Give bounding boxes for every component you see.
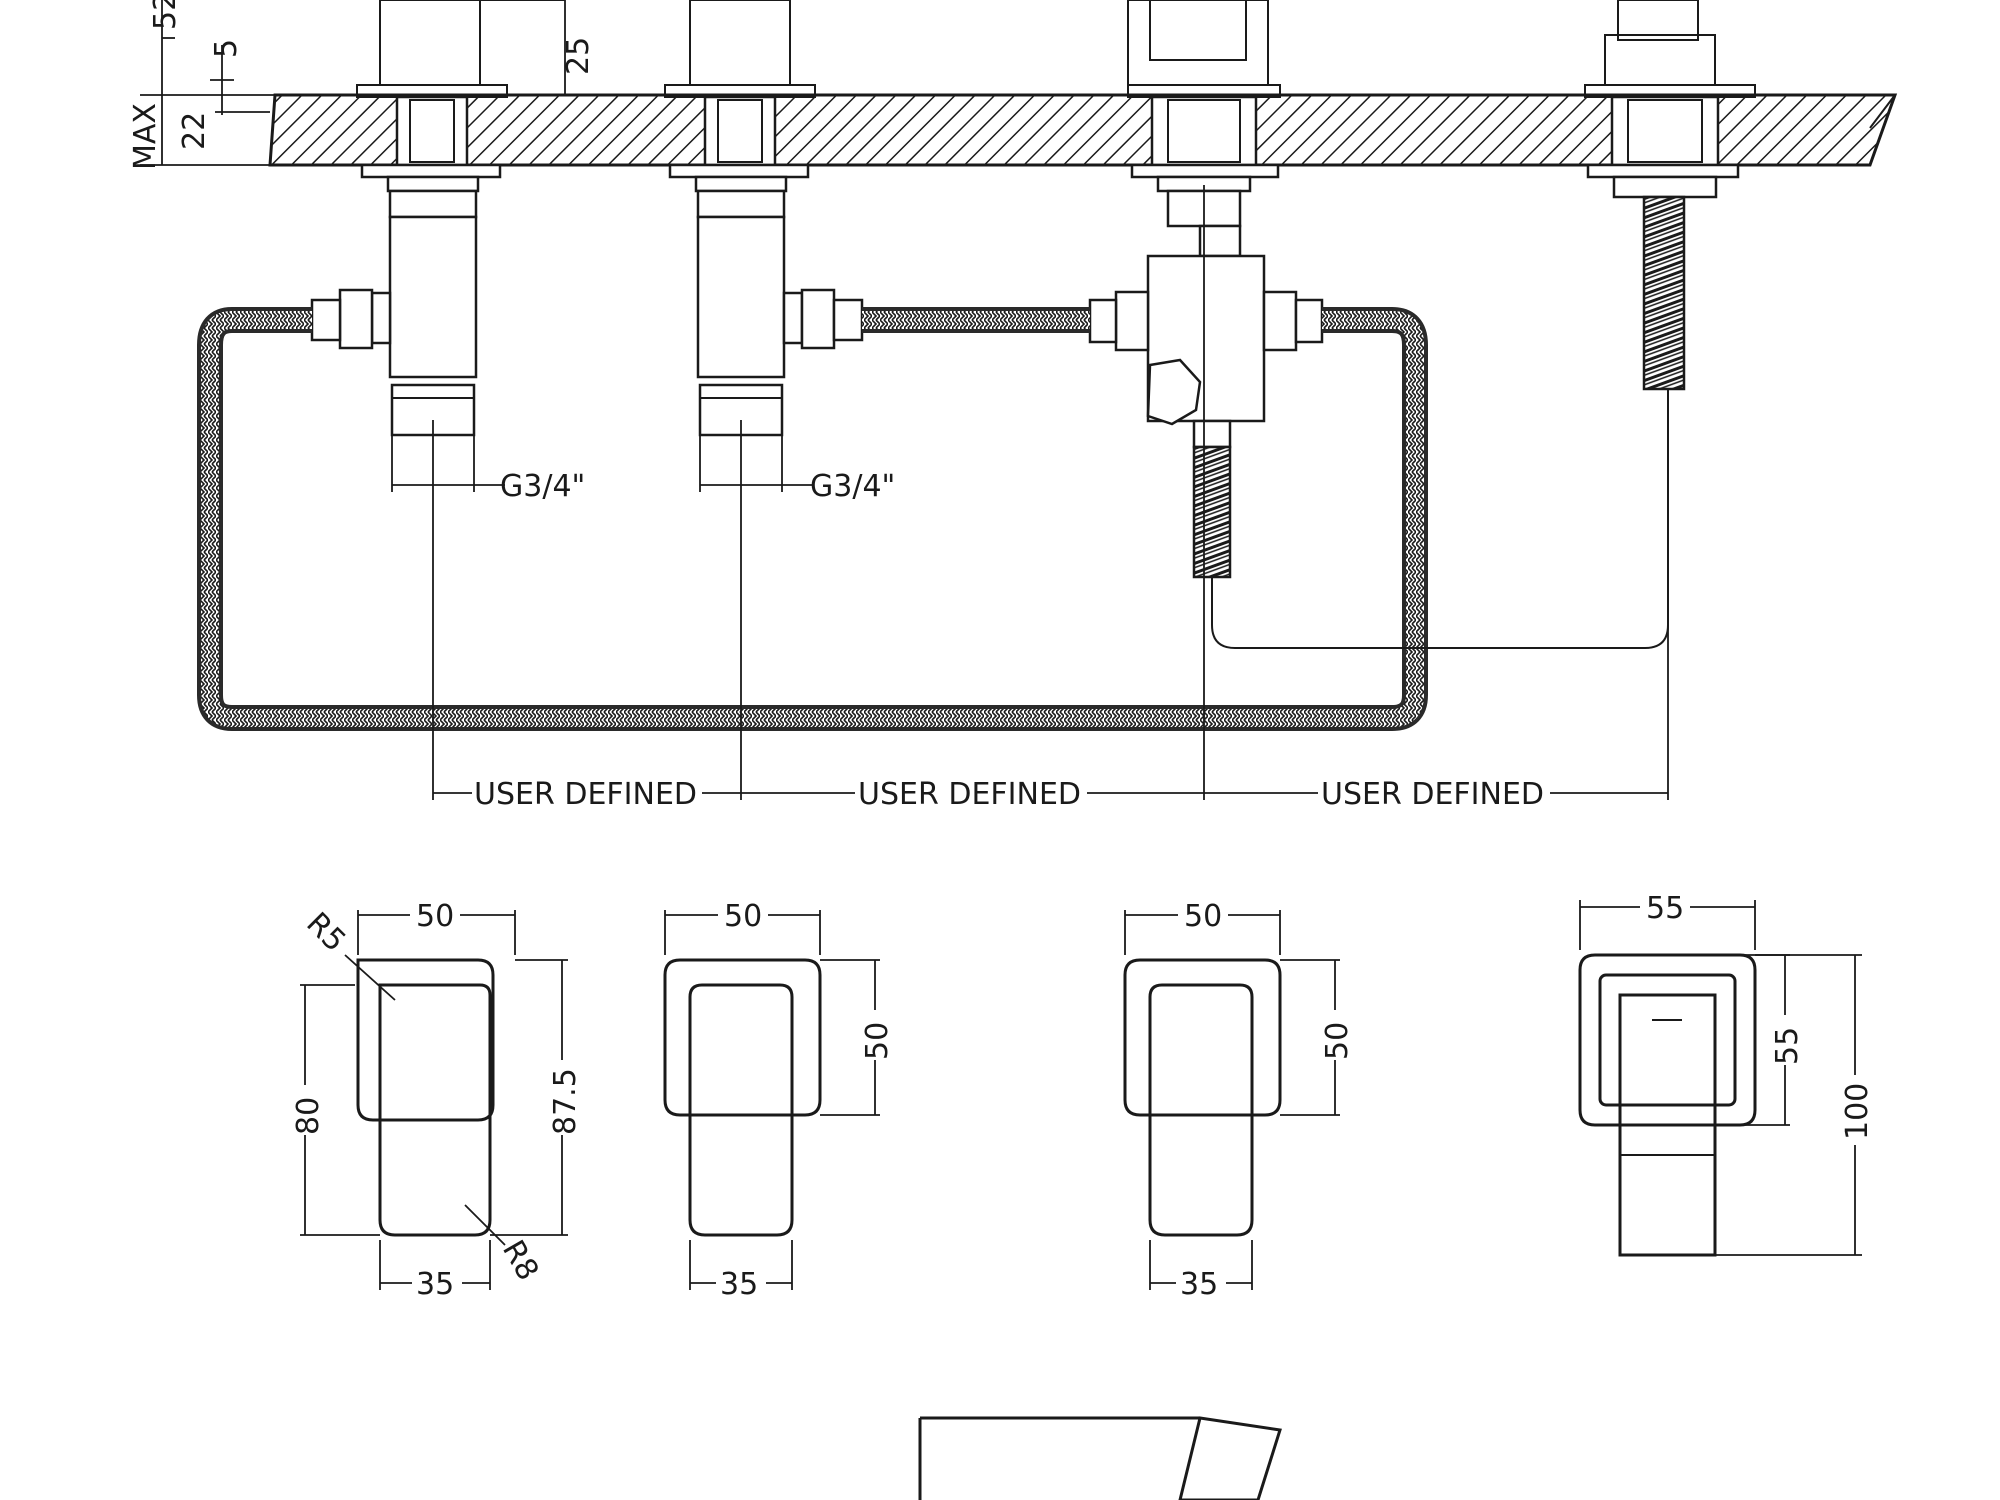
valve-hot: 25 [310,0,596,437]
handle-view-3: 50 35 50 [1123,898,1355,1302]
h3-width-top: 50 [1184,899,1222,934]
thread-dimensions: G3/4" G3/4" [391,435,895,504]
deck-plate-hatched [268,93,1898,167]
valve-cold [664,0,864,437]
h1-width-top: 50 [416,899,454,934]
handle-view-2: 50 35 50 [663,898,895,1302]
handle-view-4: 55 55 100 [1578,890,1875,1257]
h4-width-top: 55 [1646,891,1684,926]
spacing-label-2: USER DEFINED [858,777,1081,812]
deck-dimensions: 52 5 22 MAX [128,0,280,170]
h1-height-left: 80 [291,1097,326,1135]
h2-height-right: 50 [860,1022,895,1060]
h4-height-outer: 100 [1840,1083,1875,1140]
dim-max: MAX [128,103,163,170]
dim-25: 25 [561,37,596,75]
h4-height-inner: 55 [1770,1027,1805,1065]
dim-5: 5 [209,39,244,58]
h2-width-bottom: 35 [720,1267,758,1302]
h3-height-right: 50 [1320,1022,1355,1060]
spacing-dimensions: USER DEFINED USER DEFINED USER DEFINED [432,185,1669,812]
spout-threaded-shank [1642,195,1686,391]
hose-threaded-outlet [1192,445,1232,579]
dim-22: 22 [177,112,212,150]
h1-radius-top: R5 [299,906,352,959]
diverter-valve [1088,0,1324,579]
thread-label-2: G3/4" [810,469,895,504]
spacing-label-1: USER DEFINED [474,777,697,812]
handle-view-1: 50 35 80 87.5 R5 R8 [288,898,583,1302]
handshower-outlet [1584,0,1756,391]
thread-label-1: G3/4" [500,469,585,504]
h1-width-bottom: 35 [416,1267,454,1302]
h2-width-top: 50 [724,899,762,934]
dim-top-52: 52 [148,0,183,30]
deck-section [268,93,1898,167]
braided-hoses [197,307,1669,731]
spout-side-view [918,1416,1282,1500]
h1-height-right: 87.5 [548,1068,583,1135]
spacing-label-3: USER DEFINED [1321,777,1544,812]
h3-width-bottom: 35 [1180,1267,1218,1302]
